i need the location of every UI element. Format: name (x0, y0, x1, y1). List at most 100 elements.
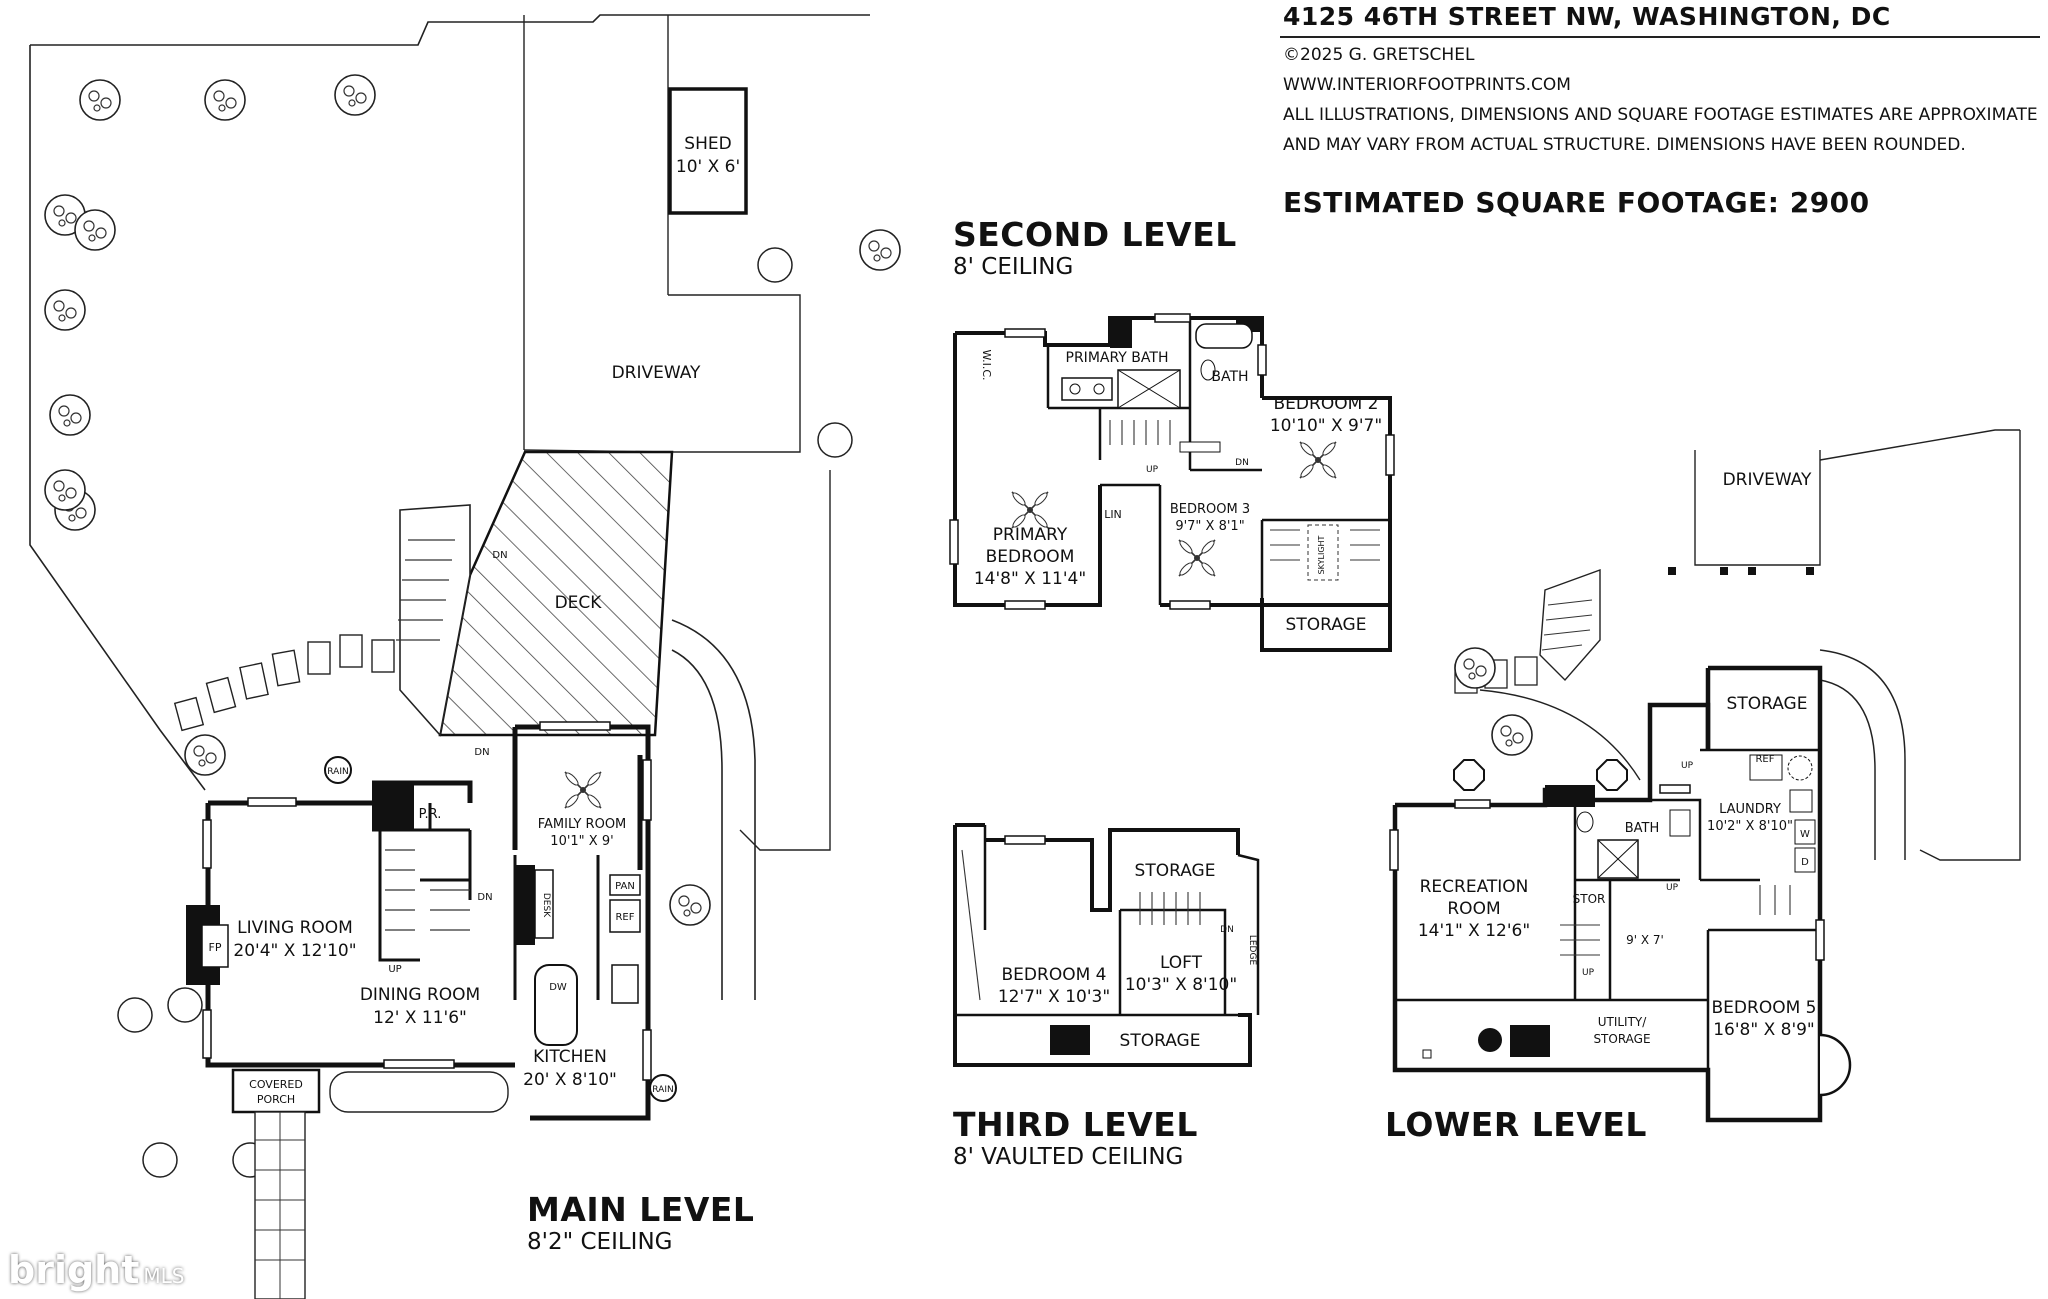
label-bedroom-5: BEDROOM 5 (1712, 998, 1817, 1018)
third-level-plan (953, 823, 1260, 1067)
main-level-name: MAIN LEVEL (527, 1190, 755, 1229)
main-level-ceiling: 8'2" CEILING (527, 1229, 673, 1255)
label-dining-dim: 12' X 11'6" (373, 1008, 467, 1028)
label-bedroom-3-dim: 9'7" X 8'1" (1175, 519, 1244, 534)
disclaimer-line-2: AND MAY VARY FROM ACTUAL STRUCTURE. DIME… (1283, 135, 1966, 155)
label-loft: LOFT (1160, 953, 1203, 973)
desk-block (515, 865, 535, 945)
label-linen: LIN (1104, 508, 1122, 521)
address-title: 4125 46TH STREET NW, WASHINGTON, DC (1283, 2, 1891, 31)
watermark-suffix: MLS (143, 1264, 185, 1288)
label-laundry: LAUNDRY (1719, 802, 1781, 817)
second-level-plan (949, 313, 1395, 652)
label-recreation-room: ROOM (1447, 899, 1500, 919)
header-rule (1280, 36, 2040, 38)
label-bedroom-5-dim: 16'8" X 8'9" (1713, 1020, 1815, 1040)
label-bath-second: BATH (1211, 369, 1248, 385)
label-ref-main: REF (615, 912, 634, 923)
label-shed: SHED (684, 134, 731, 154)
lower-level-name: LOWER LEVEL (1385, 1105, 1647, 1144)
label-utility: UTILITY/ (1598, 1015, 1648, 1029)
label-dn-interior: DN (477, 892, 492, 903)
label-rain-1: RAIN (327, 767, 348, 777)
label-deck: DECK (555, 593, 603, 613)
label-recreation: RECREATION (1420, 877, 1529, 897)
label-storage-second: STORAGE (1286, 615, 1367, 635)
label-primary-bath: PRIMARY BATH (1066, 350, 1169, 366)
second-level-name: SECOND LEVEL (953, 215, 1237, 254)
second-level-ceiling: 8' CEILING (953, 254, 1074, 280)
label-bedroom-4-dim: 12'7" X 10'3" (998, 987, 1110, 1007)
label-up-lower-2: UP (1666, 883, 1679, 893)
label-shed-dim: 10' X 6' (676, 157, 740, 177)
powder-room-wall-block (372, 783, 414, 831)
label-rain-2: RAIN (652, 1085, 673, 1095)
label-up-lower-3: UP (1582, 968, 1595, 978)
label-loft-dim: 10'3" X 8'10" (1125, 975, 1237, 995)
label-dn-stairs: DN (474, 747, 489, 758)
label-up-second: UP (1146, 465, 1159, 475)
label-driveway-lower: DRIVEWAY (1723, 470, 1812, 490)
shed-outline (668, 87, 748, 215)
label-storage-third-top: STORAGE (1135, 861, 1216, 881)
third-level-name: THIRD LEVEL (953, 1105, 1198, 1144)
label-laundry-dim: 10'2" X 8'10" (1707, 819, 1793, 834)
label-primary-bedroom: BEDROOM (986, 547, 1075, 567)
label-fireplace: FP (209, 941, 222, 954)
main-level-plan (29, 14, 901, 1299)
label-powder-room: P.R. (419, 807, 442, 822)
label-bath-lower: BATH (1625, 821, 1660, 836)
label-dining-room: DINING ROOM (360, 985, 480, 1005)
deck-area (438, 450, 674, 737)
third-level-heading: THIRD LEVEL 8' VAULTED CEILING (953, 1105, 1198, 1170)
label-driveway-main: DRIVEWAY (612, 363, 701, 383)
label-storage-lower: STORAGE (1727, 694, 1808, 714)
label-living-dim: 20'4" X 12'10" (233, 941, 356, 961)
label-dn-third: DN (1220, 925, 1234, 935)
label-bedroom-2: BEDROOM 2 (1274, 394, 1379, 414)
label-primary-dim: 14'8" X 11'4" (974, 569, 1086, 589)
label-porch: PORCH (257, 1093, 295, 1106)
lower-level-plan (1389, 429, 2021, 1123)
label-utility-storage: STORAGE (1593, 1032, 1650, 1046)
disclaimer-line-1: ALL ILLUSTRATIONS, DIMENSIONS AND SQUARE… (1283, 105, 2038, 125)
main-level-heading: MAIN LEVEL 8'2" CEILING (527, 1190, 754, 1255)
label-ref-lower: REF (1755, 754, 1774, 765)
label-hall-dim: 9' X 7' (1626, 933, 1664, 947)
label-kitchen: KITCHEN (533, 1047, 607, 1067)
label-stor: STOR (1573, 892, 1606, 906)
square-footage: ESTIMATED SQUARE FOOTAGE: 2900 (1283, 186, 1870, 219)
label-skylight: SKYLIGHT (1317, 535, 1326, 574)
label-up-interior: UP (388, 964, 401, 975)
label-storage-third-bottom: STORAGE (1120, 1031, 1201, 1051)
label-kitchen-dim: 20' X 8'10" (523, 1070, 617, 1090)
label-family-dim: 10'1" X 9' (550, 834, 613, 849)
label-recreation-dim: 14'1" X 12'6" (1418, 921, 1530, 941)
label-dryer: D (1801, 857, 1809, 868)
covered-porch (231, 1068, 321, 1114)
second-level-heading: SECOND LEVEL 8' CEILING (953, 215, 1237, 280)
label-dn-deck: DN (492, 550, 507, 561)
label-living-room: LIVING ROOM (237, 918, 353, 938)
watermark-brand: bright (8, 1248, 140, 1292)
label-dishwasher: DW (549, 982, 567, 993)
label-desk: DESK (541, 893, 551, 918)
label-ledge: LEDGE (1247, 935, 1257, 966)
label-bedroom-2-dim: 10'10" X 9'7" (1270, 416, 1382, 436)
website-line: WWW.INTERIORFOOTPRINTS.COM (1283, 75, 1571, 95)
label-dn-second: DN (1235, 458, 1249, 468)
label-bedroom-4: BEDROOM 4 (1002, 965, 1107, 985)
label-washer: W (1800, 829, 1810, 840)
label-up-lower-1: UP (1681, 761, 1694, 771)
label-primary: PRIMARY (993, 525, 1068, 545)
label-pantry: PAN (615, 881, 635, 892)
lower-level-heading: LOWER LEVEL (1385, 1105, 1647, 1144)
label-wic: W.I.C. (980, 349, 993, 380)
label-covered: COVERED (249, 1078, 303, 1091)
label-bedroom-3: BEDROOM 3 (1170, 502, 1250, 517)
third-level-ceiling: 8' VAULTED CEILING (953, 1144, 1184, 1170)
label-family-room: FAMILY ROOM (538, 817, 627, 832)
copyright-line: ©2025 G. GRETSCHEL (1283, 45, 1475, 65)
